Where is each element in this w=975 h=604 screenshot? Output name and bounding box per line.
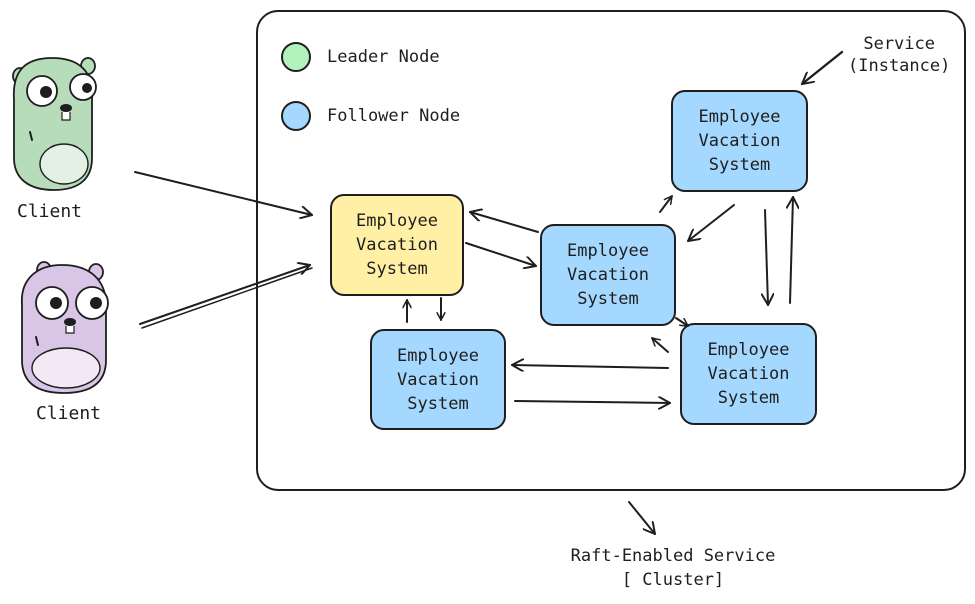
service-instance-line: (Instance) [848, 56, 951, 76]
node-label-line: System [717, 388, 780, 408]
arrow [141, 267, 313, 329]
arrow [465, 242, 537, 266]
node-label-line: Employee [356, 211, 438, 231]
leader-node[interactable]: Employee Vacation System [330, 194, 464, 296]
node-label-line: Employee [707, 340, 790, 360]
service-instance-line: Service [863, 34, 935, 54]
leader-legend-label: Leader Node [327, 47, 440, 67]
arrow [675, 317, 689, 327]
leader-legend-dot [281, 42, 311, 72]
node-label-line: System [577, 289, 639, 309]
node-label-line: Vacation [698, 131, 781, 151]
node-label-line: System [708, 155, 771, 175]
arrow [628, 501, 656, 535]
follower-legend-label: Follower Node [327, 106, 461, 126]
arrow [659, 195, 673, 213]
arrow [790, 196, 793, 304]
node-label-line: Vacation [567, 265, 649, 285]
gopher-icon [21, 261, 109, 394]
follower-node-top-right[interactable]: Employee Vacation System [671, 90, 808, 192]
gopher-icon [12, 57, 97, 191]
follower-node-center[interactable]: Employee Vacation System [540, 224, 676, 326]
node-label-line: Employee [397, 345, 479, 366]
client-label-top: Client [17, 201, 83, 222]
arrow [134, 171, 313, 215]
arrow [651, 337, 669, 353]
arrow [765, 209, 768, 306]
node-label-line: Employee [698, 107, 781, 127]
arrow [469, 212, 539, 233]
cluster-boundary [256, 10, 966, 491]
cluster-label: Raft-Enabled Service [ Cluster] [563, 544, 783, 592]
client-label-bottom: Client [36, 403, 102, 424]
node-label-line: Vacation [397, 369, 479, 390]
node-label-line: Vacation [356, 235, 438, 255]
cluster-label-line: Raft-Enabled Service [570, 546, 776, 566]
arrow [511, 365, 669, 368]
cluster-label-line: [ Cluster] [621, 570, 725, 590]
node-label-line: System [407, 393, 469, 414]
follower-node-bottom-right[interactable]: Employee Vacation System [680, 323, 817, 425]
follower-node-bottom-left[interactable]: Employee Vacation System [370, 329, 506, 430]
arrow [514, 401, 671, 403]
node-label-line: System [366, 259, 428, 279]
arrow [687, 204, 735, 242]
arrow [139, 265, 311, 325]
service-instance-label: Service (Instance) [848, 33, 950, 77]
node-label-line: Employee [567, 241, 649, 261]
node-label-line: Vacation [707, 364, 790, 384]
follower-legend-dot [281, 101, 311, 131]
arrow [800, 50, 844, 86]
